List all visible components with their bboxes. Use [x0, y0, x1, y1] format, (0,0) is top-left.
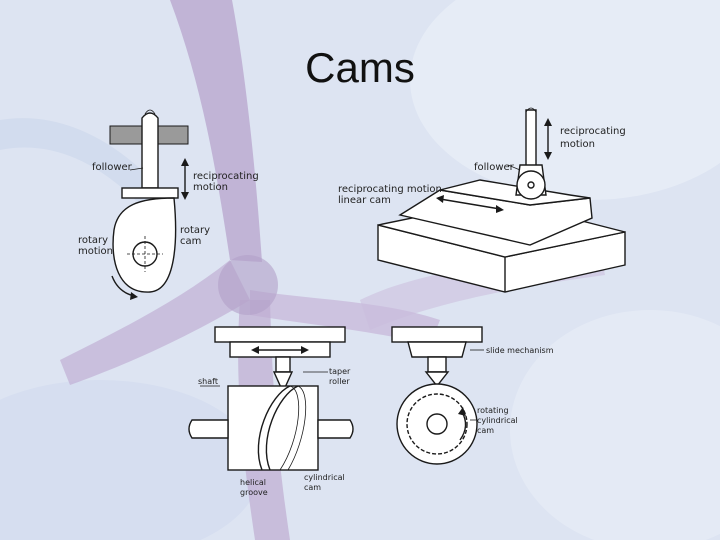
- label-rotating-cylindrical: cylindrical: [477, 416, 518, 425]
- label-rotary-motion-1: rotary: [78, 235, 108, 246]
- label-taper: taper: [329, 367, 351, 376]
- label-linear-motion: motion: [560, 139, 595, 150]
- label-helical: helical: [240, 478, 266, 487]
- rotary-cam-figure: follower reciprocating motion rotary cam…: [78, 109, 259, 300]
- label-shaft: shaft: [198, 377, 218, 386]
- slide-title: Cams: [305, 44, 415, 91]
- label-rotating: rotating: [477, 406, 509, 415]
- cylindrical-cam-figure: shaft taper roller helical groove cylind…: [188, 326, 554, 497]
- label-follower: follower: [92, 162, 133, 173]
- label-linear-follower: follower: [474, 162, 515, 173]
- label-linear-cam: linear cam: [338, 195, 391, 206]
- label-linear-reciprocating: reciprocating: [560, 126, 626, 137]
- label-groove: groove: [240, 488, 268, 497]
- label-roller: roller: [329, 377, 350, 386]
- label-rotating-cam: cam: [477, 426, 494, 435]
- linear-cam-figure: reciprocating motion follower reciprocat…: [338, 107, 626, 293]
- label-motion: motion: [193, 182, 228, 193]
- label-rotary-cam-1: rotary: [180, 225, 210, 236]
- label-rotary-motion-2: motion: [78, 246, 113, 257]
- label-reciprocating-motion-linear: reciprocating motion: [338, 184, 442, 195]
- label-rotary-cam-2: cam: [180, 236, 201, 247]
- label-cylindrical: cylindrical: [304, 473, 345, 482]
- label-slide-mechanism: slide mechanism: [486, 346, 554, 355]
- label-cylindrical-cam: cam: [304, 483, 321, 492]
- label-reciprocating: reciprocating: [193, 171, 259, 182]
